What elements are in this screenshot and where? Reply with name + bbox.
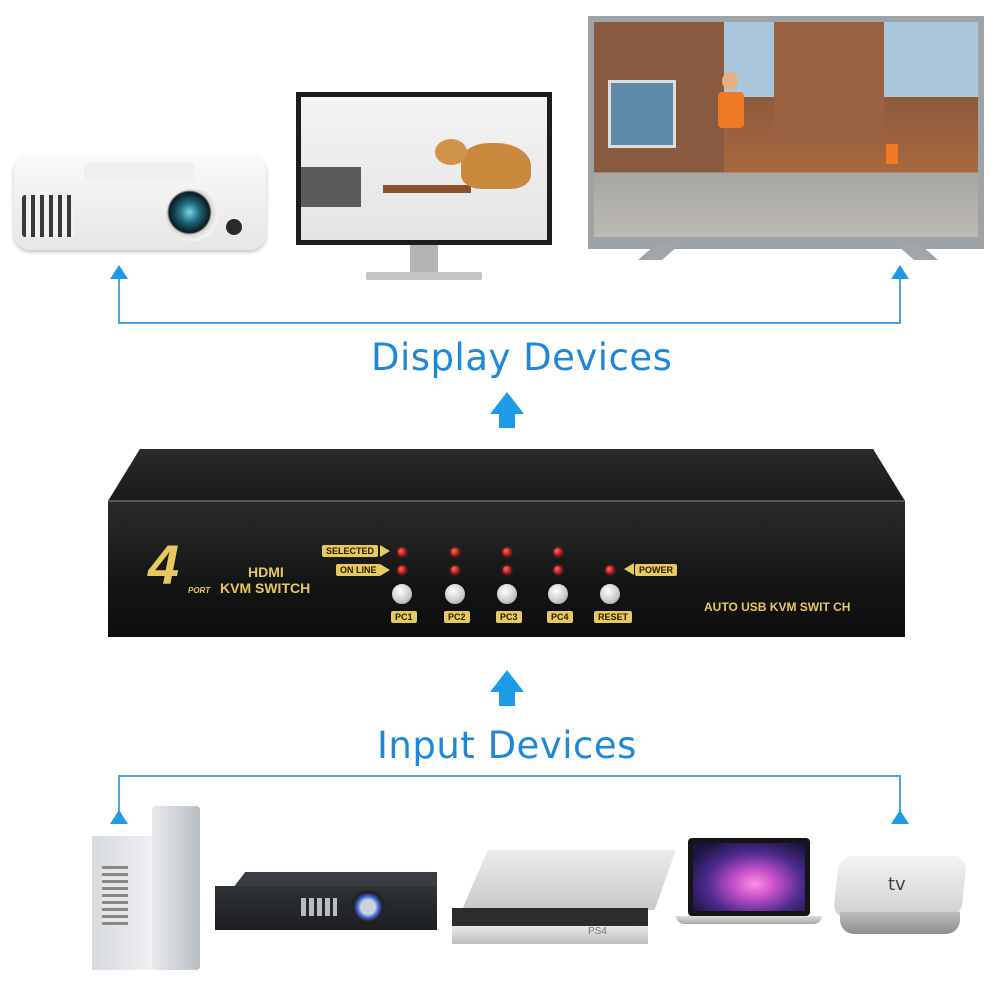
pc3-button[interactable]	[495, 582, 519, 606]
pc2-button[interactable]	[443, 582, 467, 606]
arrow-up-icon	[891, 810, 909, 824]
online-led-pc1	[398, 566, 406, 574]
selected-led-pc2	[451, 548, 459, 556]
display-devices-heading: Display Devices	[371, 336, 673, 379]
laptop-icon	[676, 838, 822, 930]
kvm-top-panel	[108, 449, 905, 501]
pc1-label: PC1	[391, 611, 417, 623]
online-led-pc2	[451, 566, 459, 574]
power-tag: POWER	[635, 564, 678, 576]
online-led-pc4	[554, 566, 562, 574]
arrow-up-icon	[110, 265, 128, 279]
desktop-pc-icon	[92, 806, 200, 970]
pc4-label: PC4	[547, 611, 573, 623]
pc4-button[interactable]	[546, 582, 570, 606]
selected-led-pc3	[503, 548, 511, 556]
port-label: PORT	[188, 586, 211, 595]
projector-icon	[14, 155, 266, 250]
reset-button[interactable]	[598, 582, 622, 606]
selected-led-pc4	[554, 548, 562, 556]
monitor-icon	[296, 92, 552, 280]
dvr-icon	[215, 872, 437, 930]
ps4-icon: PS4	[452, 850, 676, 946]
arrow-up-icon	[891, 265, 909, 279]
kvm-switch: 4 PORT HDMI KVM SWITCH SELECTED ON LINE …	[108, 500, 905, 637]
apple-tv-icon: tv	[832, 856, 968, 942]
online-led-pc3	[503, 566, 511, 574]
port-count: 4	[148, 533, 180, 596]
auto-usb-kvm-label: AUTO USB KVM SWIT CH	[704, 600, 851, 614]
pc3-label: PC3	[496, 611, 522, 623]
apple-tv-logo-text: tv	[888, 874, 906, 895]
power-led	[606, 566, 614, 574]
online-tag: ON LINE	[336, 564, 381, 576]
arrow-up-icon	[110, 810, 128, 824]
ps4-logo-text: PS4	[588, 926, 607, 937]
pc1-button[interactable]	[390, 582, 414, 606]
selected-tag: SELECTED	[322, 545, 379, 557]
kvm-switch-label: KVM SWITCH	[220, 580, 311, 596]
reset-label: RESET	[594, 611, 633, 623]
selected-led-pc1	[398, 548, 406, 556]
input-devices-heading: Input Devices	[377, 724, 637, 767]
tv-icon	[588, 16, 984, 260]
pc2-label: PC2	[444, 611, 470, 623]
hdmi-label: HDMI	[248, 564, 284, 580]
